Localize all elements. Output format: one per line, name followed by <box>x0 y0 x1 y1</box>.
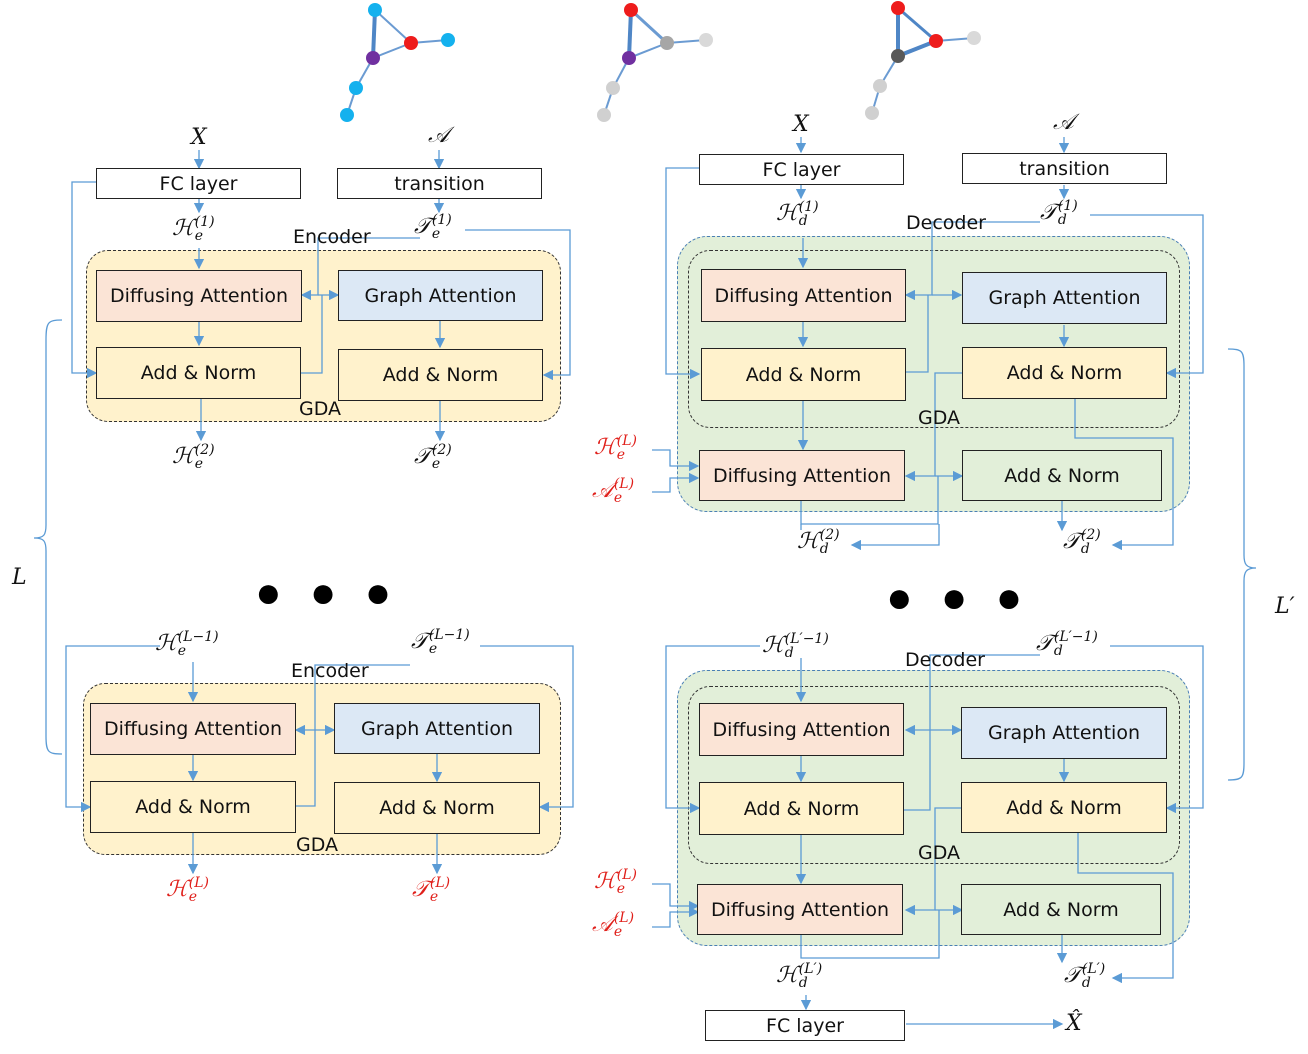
enc-block-label-top: Encoder <box>293 226 371 248</box>
dec-tlp-label: 𝒯(L′)d <box>1064 961 1106 991</box>
enc-diffusing-attention-bottom: Diffusing Attention <box>90 703 296 755</box>
enc-diffusing-attention-label: Diffusing Attention <box>103 718 283 740</box>
enc-transition-label: transition <box>394 172 485 195</box>
enc-graph-attention-label: Graph Attention <box>364 284 517 307</box>
dec-transition-label: transition <box>1019 157 1110 180</box>
dec-graph-attention-top: Graph Attention <box>962 272 1167 324</box>
dec-output-fc-layer-label: FC layer <box>766 1014 844 1037</box>
dec-diffusing-attention-label: Diffusing Attention <box>712 718 891 741</box>
dec-fc-layer: FC layer <box>699 154 904 185</box>
enc-hlm1-label: ℋ(L−1)e <box>155 629 219 659</box>
decoder-gda-region-top <box>688 250 1180 428</box>
dec-he-input-bottom: ℋ(L)e <box>594 867 637 897</box>
dec-diffusing-attention-bottom: Diffusing Attention <box>699 703 904 756</box>
enc-fc-layer: FC layer <box>96 168 301 199</box>
encoder-ellipsis: ● ● ● <box>255 568 400 617</box>
dec-addnorm-left-top: Add & Norm <box>701 348 906 401</box>
dec-transition: transition <box>962 153 1167 184</box>
dec-diffusing-attention-top: Diffusing Attention <box>701 269 906 322</box>
dec-output-xhat: X̂ <box>1066 1011 1082 1036</box>
left-bracket-label: L <box>12 565 27 590</box>
enc-graph-attention-bottom: Graph Attention <box>334 703 540 754</box>
dec-input-a: 𝒜 <box>1053 110 1074 135</box>
graph-icon-partial <box>597 3 713 122</box>
dec-addnorm-label: Add & Norm <box>1006 362 1123 384</box>
dec-addnorm-right-top: Add & Norm <box>962 347 1167 399</box>
enc-graph-attention-top: Graph Attention <box>338 270 543 321</box>
enc-tl-output: 𝒯(L)e <box>412 875 451 905</box>
dec-hlp-label: ℋ(L′)d <box>776 961 823 991</box>
dec-h1-label: ℋ(1)d <box>776 199 819 229</box>
dec-hlpm1-label: ℋ(L′−1)d <box>762 631 829 661</box>
enc-addnorm-label: Add & Norm <box>382 364 499 386</box>
enc-block-label-bottom: Encoder <box>291 660 369 682</box>
dec-addnorm-label: Add & Norm <box>745 363 862 386</box>
dec-addnorm-label: Add & Norm <box>1004 464 1120 487</box>
dec-diffusing-attention-label: Diffusing Attention <box>714 284 893 307</box>
dec-cross-diffusing-attention-top: Diffusing Attention <box>699 450 905 501</box>
enc-transition: transition <box>337 168 542 199</box>
graph-icon-diffused <box>865 1 981 120</box>
dec-graph-attention-label: Graph Attention <box>988 287 1141 309</box>
dec-gda-label-top: GDA <box>918 407 961 429</box>
dec-he-input-top: ℋ(L)e <box>594 433 637 463</box>
dec-diffusing-attention-label: Diffusing Attention <box>710 898 890 921</box>
dec-addnorm-right-bottom: Add & Norm <box>961 782 1167 833</box>
dec-diffusing-attention-label: Diffusing Attention <box>712 464 892 487</box>
enc-addnorm-left-top: Add & Norm <box>96 347 301 399</box>
enc-gda-label-top: GDA <box>299 398 342 420</box>
enc-input-a: 𝒜 <box>428 123 449 148</box>
enc-addnorm-label: Add & Norm <box>140 362 257 384</box>
enc-hl-output: ℋ(L)e <box>166 875 209 905</box>
dec-cross-diffusing-attention-bottom: Diffusing Attention <box>697 884 903 935</box>
dec-ae-input-top: 𝒜(L)e <box>592 476 635 506</box>
enc-addnorm-right-top: Add & Norm <box>338 349 543 401</box>
dec-tlpm1-label: 𝒯(L′−1)d <box>1036 629 1098 659</box>
enc-h2-label: ℋ(2)e <box>172 442 215 472</box>
enc-gda-label-bottom: GDA <box>296 834 339 856</box>
decoder-gda-region-bottom <box>688 686 1180 864</box>
dec-block-label-bottom: Decoder <box>905 649 985 671</box>
enc-addnorm-label: Add & Norm <box>379 797 495 819</box>
enc-diffusing-attention-top: Diffusing Attention <box>96 270 302 322</box>
dec-addnorm-label: Add & Norm <box>1006 796 1122 819</box>
enc-input-x: X <box>191 125 207 150</box>
dec-fc-layer-label: FC layer <box>762 158 841 181</box>
dec-graph-attention-bottom: Graph Attention <box>961 707 1167 759</box>
enc-diffusing-attention-label: Diffusing Attention <box>109 285 289 307</box>
enc-tlm1-label: 𝒯(L−1)e <box>411 627 470 657</box>
decoder-ellipsis: ● ● ● <box>886 573 1031 622</box>
dec-cross-addnorm-bottom: Add & Norm <box>961 884 1161 935</box>
graph-icon-full <box>340 3 455 122</box>
dec-cross-addnorm-top: Add & Norm <box>962 450 1162 501</box>
dec-t2-label: 𝒯(2)d <box>1063 527 1101 557</box>
dec-h2-label: ℋ(2)d <box>797 527 840 557</box>
enc-addnorm-right-bottom: Add & Norm <box>334 782 540 834</box>
dec-t1-label: 𝒯(1)d <box>1040 198 1078 228</box>
dec-graph-attention-label: Graph Attention <box>987 722 1140 744</box>
dec-addnorm-label: Add & Norm <box>743 797 860 820</box>
dec-addnorm-label: Add & Norm <box>1003 898 1119 921</box>
dec-addnorm-left-bottom: Add & Norm <box>699 782 904 835</box>
right-bracket-label: L′ <box>1275 594 1295 619</box>
enc-t2-label: 𝒯(2)e <box>414 442 452 472</box>
enc-fc-layer-label: FC layer <box>159 172 238 195</box>
dec-ae-input-bottom: 𝒜(L)e <box>592 910 635 940</box>
enc-t1-label: 𝒯(1)e <box>414 212 452 242</box>
dec-block-label-top: Decoder <box>906 212 986 234</box>
enc-addnorm-label: Add & Norm <box>135 796 251 818</box>
enc-addnorm-left-bottom: Add & Norm <box>90 781 296 833</box>
enc-h1-label: ℋ(1)e <box>172 214 215 244</box>
dec-output-fc-layer: FC layer <box>705 1010 905 1041</box>
dec-input-x: X <box>793 112 809 137</box>
enc-graph-attention-label: Graph Attention <box>360 717 513 740</box>
dec-gda-label-bottom: GDA <box>918 842 961 864</box>
